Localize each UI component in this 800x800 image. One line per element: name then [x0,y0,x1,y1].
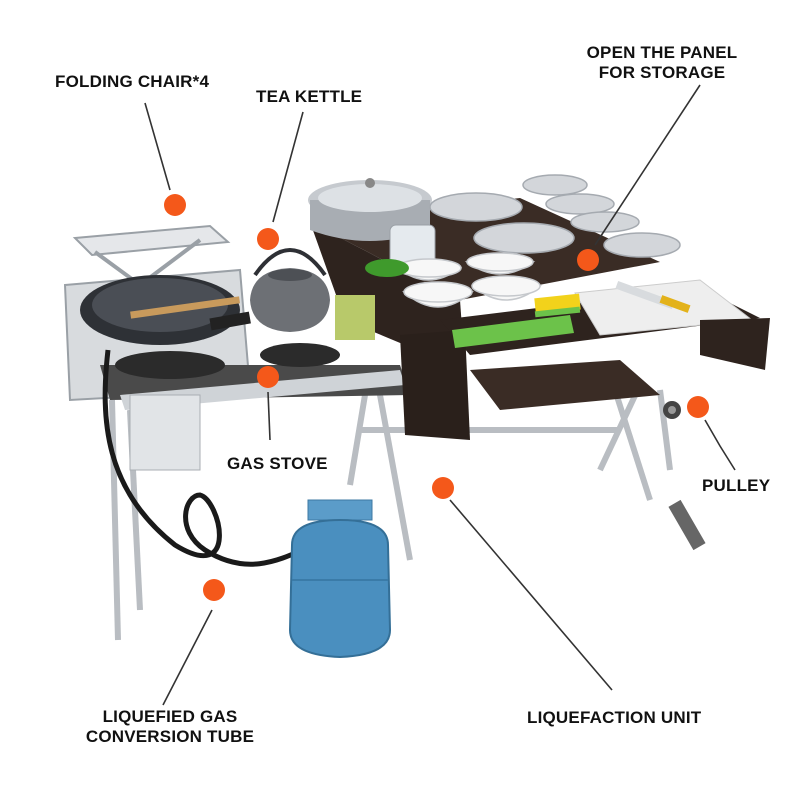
label-liquefaction-unit: LIQUEFACTION UNIT [527,708,702,727]
lower-shelf [470,360,660,410]
marker-gas-stove [257,366,279,388]
leader-lines [144,84,736,706]
sponge [534,293,581,318]
burner [115,343,340,379]
marker-storage-panel [577,249,599,271]
callout-markers [164,194,709,601]
label-gas-stove: GAS STOVE [227,454,328,473]
gas-cylinder [288,499,392,659]
marker-liquefaction-unit [432,477,454,499]
label-folding-chair: FOLDING CHAIR*4 [55,72,210,91]
plates [429,174,681,258]
green-tray [335,259,574,348]
label-gas-tube: LIQUEFIED GAS CONVERSION TUBE [70,707,270,747]
frying-pan [80,275,251,345]
label-open-panel-line2: FOR STORAGE [598,63,726,82]
marker-folding-chair [164,194,186,216]
label-open-panel: OPEN THE PANEL FOR STORAGE [572,43,752,83]
storage-panel [700,318,770,370]
pulley-wheel [663,401,706,551]
marker-gas-tube [203,579,225,601]
marker-pulley [687,396,709,418]
marker-tea-kettle [257,228,279,250]
tea-kettle [250,248,330,332]
label-open-panel-line1: OPEN THE PANEL [586,43,738,62]
label-pulley: PULLEY [702,476,771,495]
white-bowls [395,252,543,308]
label-tea-kettle: TEA KETTLE [256,87,363,106]
gas-hose [102,349,331,567]
label-gas-tube-line1: LIQUEFIED GAS [102,707,238,726]
label-gas-tube-line2: CONVERSION TUBE [85,727,255,746]
